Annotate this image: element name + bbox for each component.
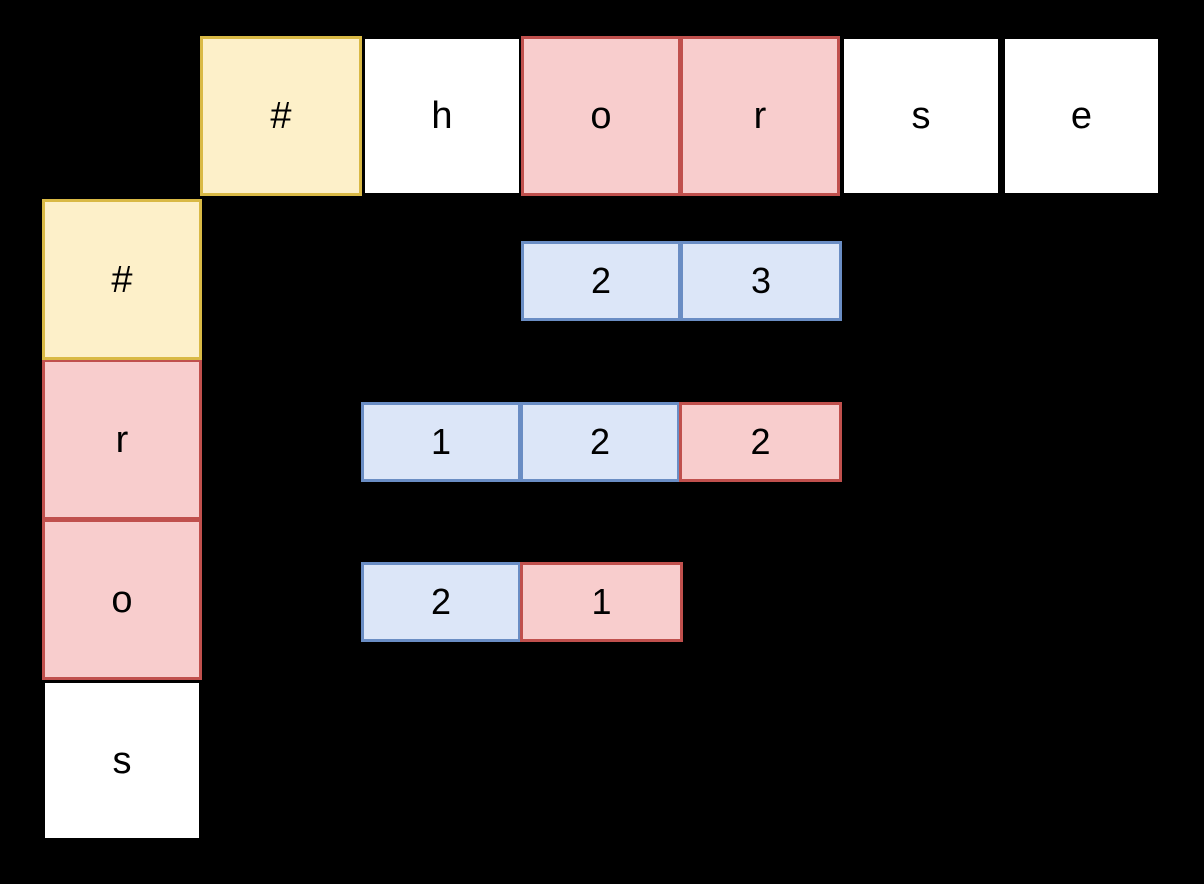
column-header-cell-4: s xyxy=(841,36,1001,196)
column-header-cell-0: # xyxy=(200,36,362,196)
data-cell-r1-c-0-label: 1 xyxy=(430,421,452,462)
column-header-cell-5-label: e xyxy=(1070,95,1093,137)
data-cell-r2-c-1-label: 1 xyxy=(591,581,612,622)
data-cell-r0-c-1-label: 3 xyxy=(750,260,772,301)
row-header-cell-0: # xyxy=(42,199,202,360)
column-header-cell-2-label: o xyxy=(590,95,612,137)
row-header-cell-3: s xyxy=(42,680,202,841)
row-header-cell-0-label: # xyxy=(111,258,133,301)
data-cell-r2-c-0-label: 2 xyxy=(430,581,452,622)
data-cell-r1-c-1: 2 xyxy=(520,402,680,482)
row-header-cell-3-label: s xyxy=(112,739,132,782)
data-cell-r1-c-2: 2 xyxy=(679,402,842,482)
data-cell-r2-c-1: 1 xyxy=(520,562,683,642)
data-cell-r0-c-1: 3 xyxy=(680,241,842,321)
row-header-cell-2: o xyxy=(42,519,202,680)
data-cell-r1-c-0: 1 xyxy=(361,402,521,482)
column-header-cell-1-label: h xyxy=(431,95,453,137)
column-header-cell-3-label: r xyxy=(753,95,767,137)
column-header-cell-1: h xyxy=(362,36,522,196)
data-cell-r0-c-0-label: 2 xyxy=(590,260,612,301)
row-header-cell-1: r xyxy=(42,359,202,520)
data-cell-r2-c-0: 2 xyxy=(361,562,521,642)
column-header-cell-5: e xyxy=(1002,36,1161,196)
column-header-cell-3: r xyxy=(680,36,840,196)
row-header-cell-1-label: r xyxy=(115,418,129,461)
row-header-cell-2-label: o xyxy=(111,578,133,621)
column-header-cell-0-label: # xyxy=(270,95,292,137)
data-cell-r0-c-0: 2 xyxy=(521,241,681,321)
column-header-cell-2: o xyxy=(521,36,681,196)
data-cell-r1-c-1-label: 2 xyxy=(589,421,611,462)
data-cell-r1-c-2-label: 2 xyxy=(750,421,771,462)
column-header-cell-4-label: s xyxy=(911,95,931,137)
